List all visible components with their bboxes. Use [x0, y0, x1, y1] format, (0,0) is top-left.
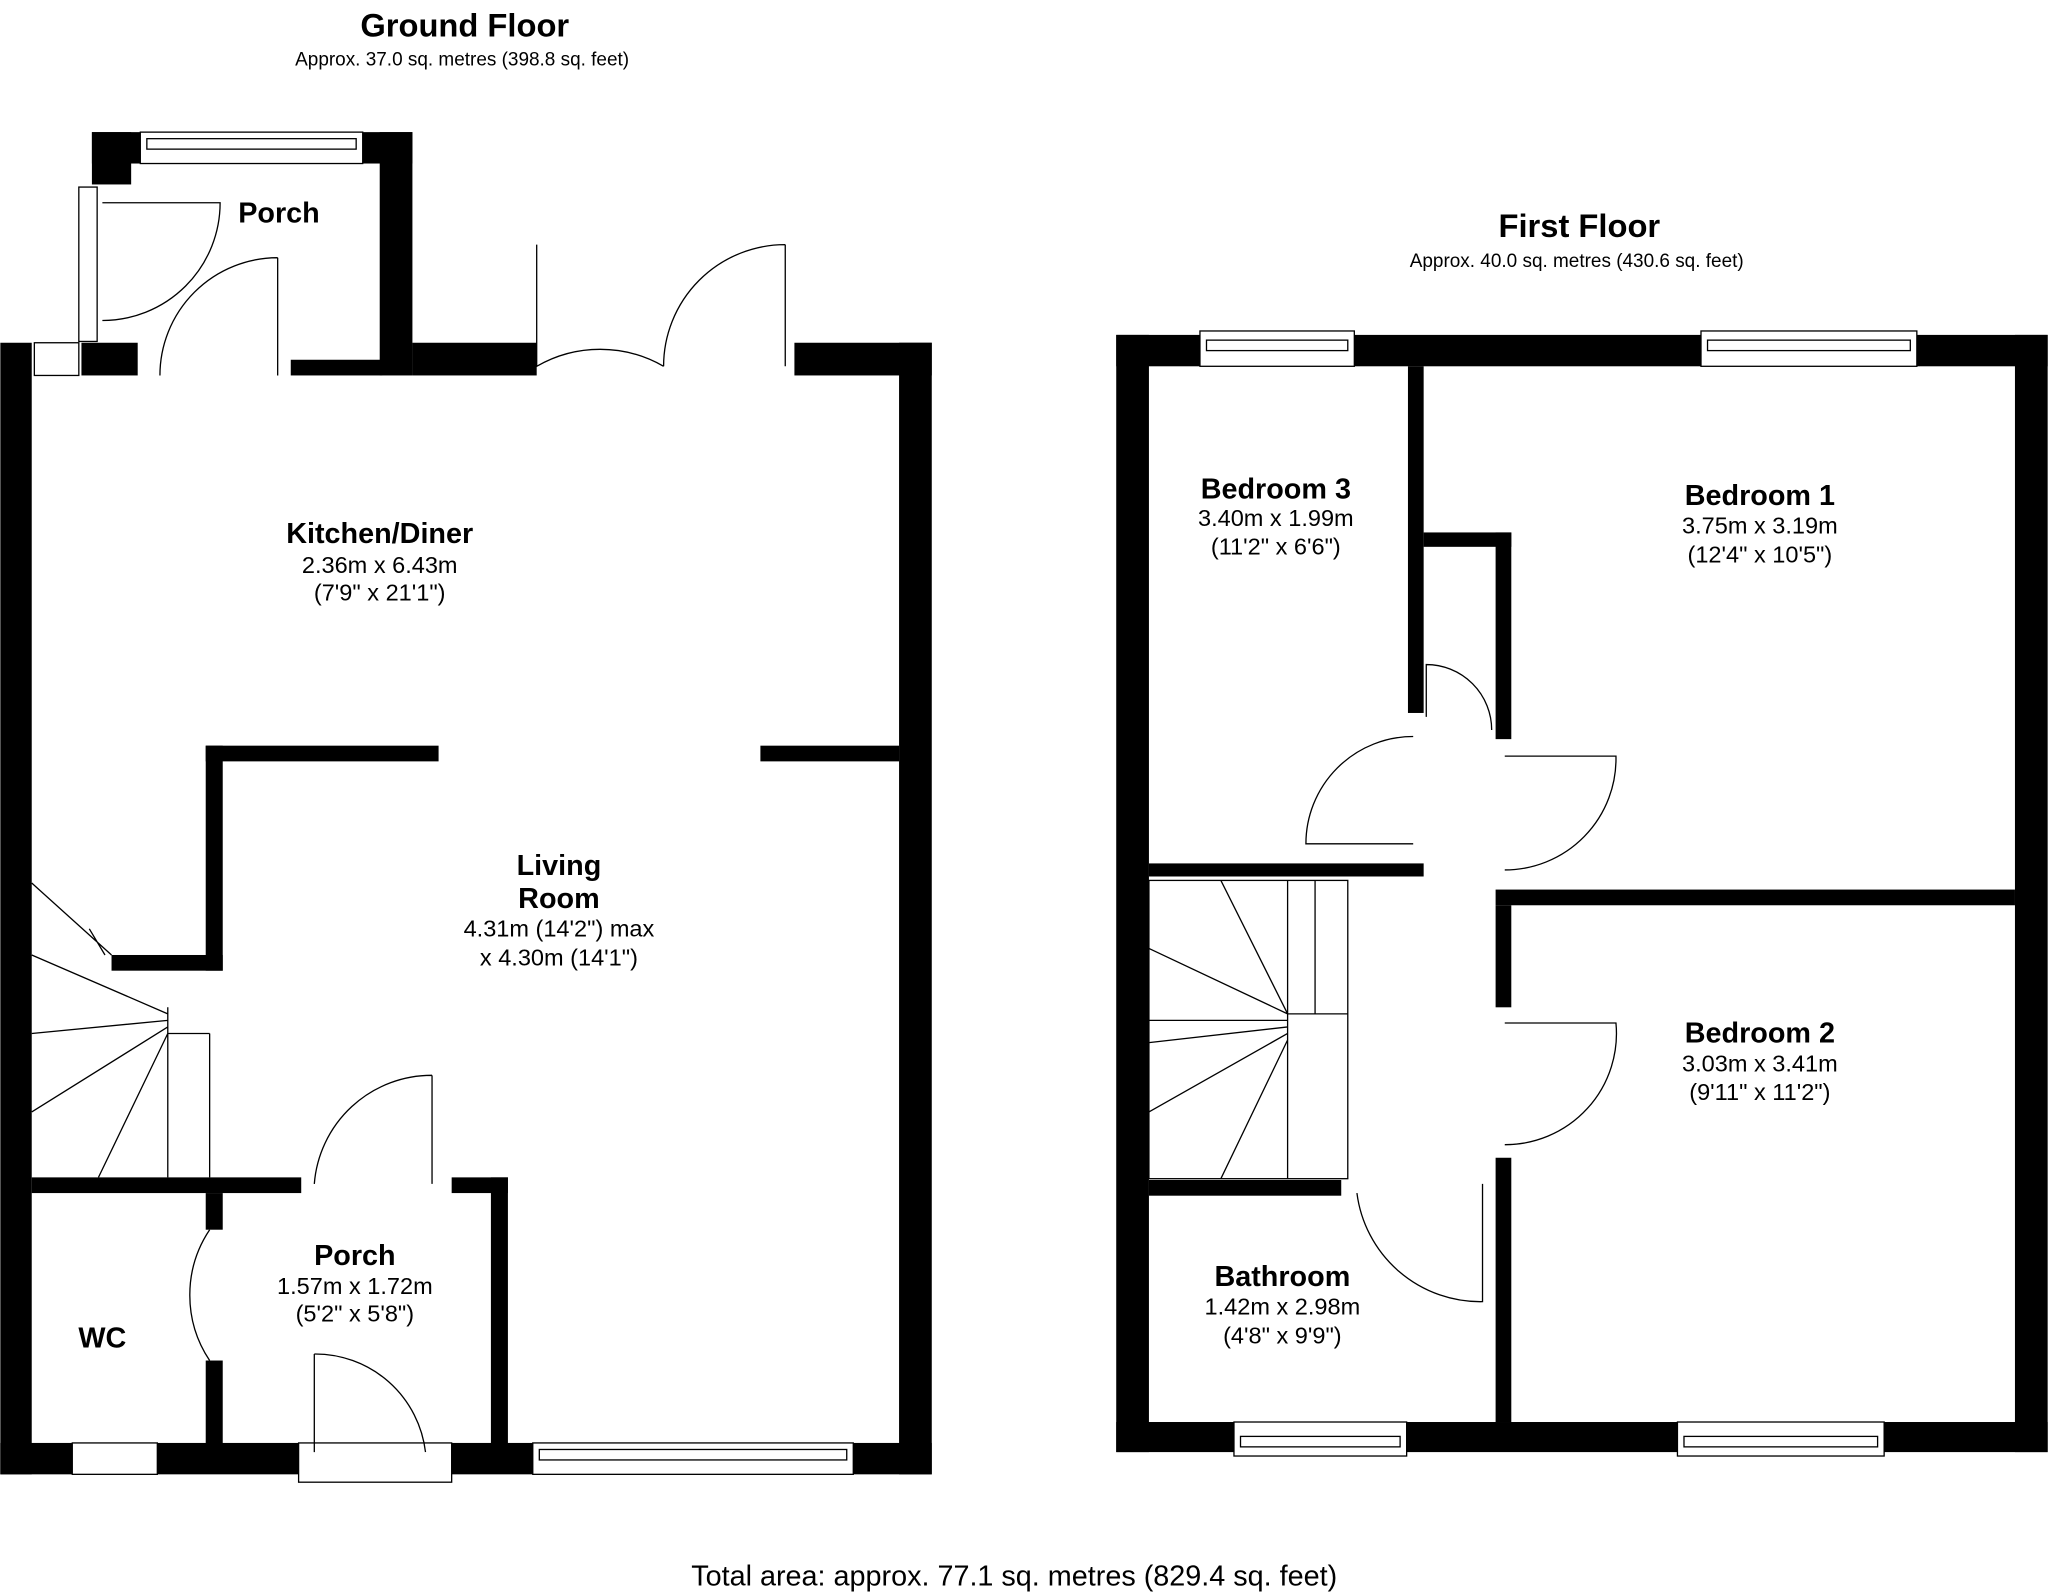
room-dimensions: 1.57m x 1.72m	[277, 1273, 433, 1299]
room-label: Kitchen/Diner	[286, 518, 473, 550]
room-dimensions-imperial: (9'11" x 11'2")	[1689, 1079, 1830, 1105]
room-dimensions-imperial: x 4.30m (14'1")	[480, 944, 638, 970]
room-label: Porch	[314, 1240, 396, 1272]
room-dimensions-imperial: (4'8" x 9'9")	[1223, 1323, 1342, 1349]
room-dimensions: 1.42m x 2.98m	[1205, 1294, 1361, 1320]
room-dimensions-imperial: (5'2" x 5'8")	[296, 1300, 415, 1326]
first-floor-area: Approx. 40.0 sq. metres (430.6 sq. feet)	[1410, 251, 1744, 272]
room-label: Bedroom 2	[1685, 1018, 1835, 1050]
room-dimensions-imperial: (11'2" x 6'6")	[1211, 534, 1341, 560]
total-area: Total area: approx. 77.1 sq. metres (829…	[691, 1561, 1337, 1593]
room-dimensions: 3.75m x 3.19m	[1682, 513, 1838, 539]
room-dimensions: 3.40m x 1.99m	[1198, 505, 1354, 531]
room-label: Living	[517, 850, 602, 882]
first-floor-title: First Floor	[1499, 207, 1661, 244]
room-dimensions: 4.31m (14'2") max	[464, 916, 655, 942]
room-dimensions-imperial: (7'9" x 21'1")	[314, 579, 446, 605]
room-label: Porch	[238, 197, 320, 229]
room-label: Bathroom	[1214, 1261, 1350, 1293]
staircase	[31, 882, 211, 1178]
room-label: Bedroom 3	[1201, 473, 1351, 505]
ground-floor-title: Ground Floor	[360, 7, 569, 44]
room-dimensions-imperial: (12'4" x 10'5")	[1687, 542, 1832, 568]
window	[71, 1442, 158, 1475]
first-floor-plan: First Floor Approx. 40.0 sq. metres (430…	[1116, 207, 2048, 1457]
room-label: WC	[78, 1322, 126, 1354]
ground-floor-area: Approx. 37.0 sq. metres (398.8 sq. feet)	[295, 49, 629, 70]
room-dimensions: 2.36m x 6.43m	[302, 552, 458, 578]
room-dimensions: 3.03m x 3.41m	[1682, 1050, 1838, 1076]
staircase	[1148, 879, 1349, 1180]
room-label: Room	[518, 883, 600, 915]
ground-floor-plan: Ground Floor Approx. 37.0 sq. metres (39…	[0, 7, 932, 1483]
room-label: Bedroom 1	[1685, 480, 1835, 512]
